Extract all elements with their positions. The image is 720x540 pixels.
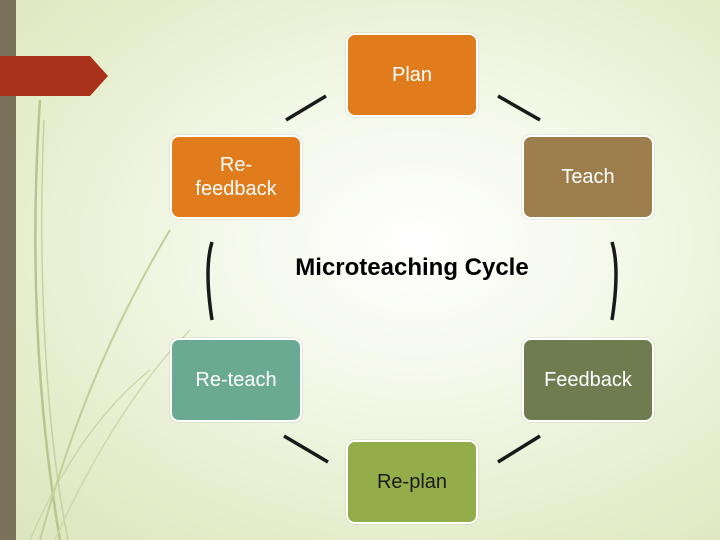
connector-plan-refeedback <box>285 94 327 122</box>
node-plan: Plan <box>346 33 478 117</box>
node-plan-label: Plan <box>391 63 433 86</box>
node-feedback-label: Feedback <box>544 368 632 391</box>
node-refeedback: Re- feedback <box>170 135 302 219</box>
decorative-swoosh <box>29 99 191 540</box>
node-teach: Teach <box>522 135 654 219</box>
connector-reteach-replan <box>283 434 329 464</box>
connector-refeedback-reteach <box>206 241 214 321</box>
connector-teach-feedback <box>610 241 618 321</box>
node-refeedback-label-line2: feedback <box>195 178 277 200</box>
node-refeedback-label-line1: Re- <box>219 154 253 176</box>
center-title: Microteaching Cycle <box>295 254 529 281</box>
red-tab-arrow <box>0 56 108 96</box>
node-reteach: Re-teach <box>170 338 302 422</box>
node-teach-label: Teach <box>561 165 615 188</box>
node-feedback: Feedback <box>522 338 654 422</box>
node-replan: Re-plan <box>346 440 478 524</box>
node-replan-label: Re-plan <box>376 470 448 493</box>
connector-feedback-replan <box>497 434 541 464</box>
connector-plan-teach <box>497 94 541 122</box>
node-reteach-label: Re-teach <box>195 368 277 391</box>
left-sidebar-bar <box>0 0 16 540</box>
